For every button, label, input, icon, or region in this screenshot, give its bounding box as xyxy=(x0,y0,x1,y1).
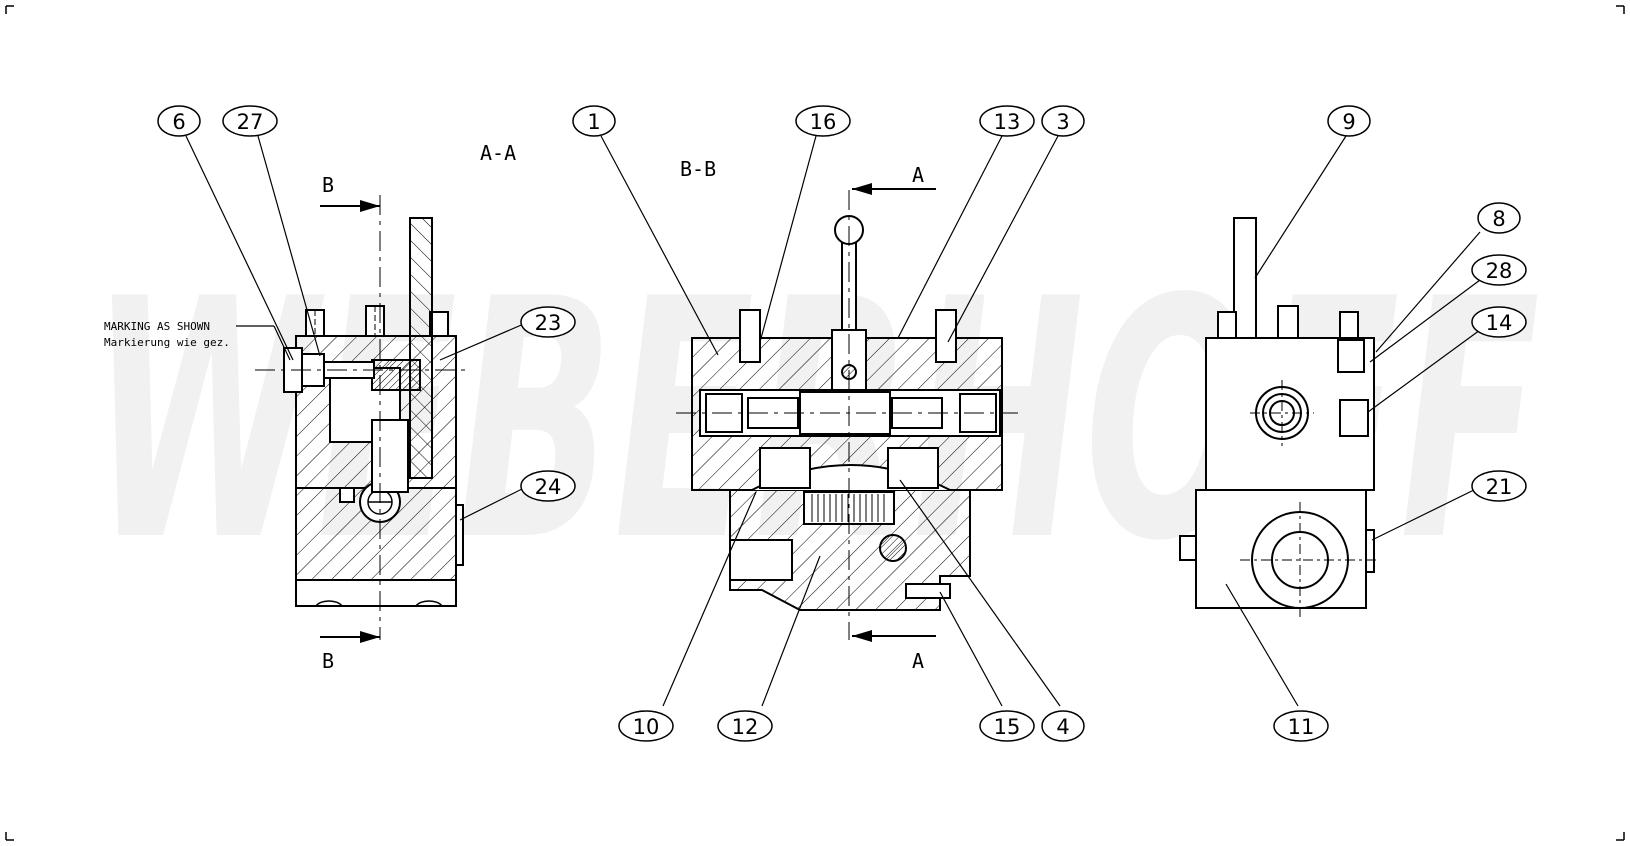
balloon-23: 23 xyxy=(520,306,576,338)
balloon-9: 9 xyxy=(1327,105,1371,137)
section-marker-b-top: B xyxy=(322,173,334,197)
balloon-14: 14 xyxy=(1471,306,1527,338)
balloon-11: 11 xyxy=(1273,710,1329,742)
balloon-3: 3 xyxy=(1041,105,1085,137)
svg-text:13: 13 xyxy=(994,110,1021,134)
balloon-27: 27 xyxy=(222,105,278,137)
section-marker-a-top: A xyxy=(912,163,924,187)
svg-text:6: 6 xyxy=(172,110,185,134)
view-label-bb: B-B xyxy=(680,157,716,181)
marking-note-line2: Markierung wie gez. xyxy=(104,336,230,349)
balloon-16: 16 xyxy=(795,105,851,137)
balloon-4: 4 xyxy=(1041,710,1085,742)
svg-text:4: 4 xyxy=(1056,715,1069,739)
balloon-12: 12 xyxy=(717,710,773,742)
view-side-external xyxy=(1179,217,1380,618)
balloon-15: 15 xyxy=(979,710,1035,742)
svg-text:27: 27 xyxy=(237,110,264,134)
svg-text:28: 28 xyxy=(1486,259,1513,283)
svg-text:24: 24 xyxy=(535,475,562,499)
svg-text:23: 23 xyxy=(535,311,562,335)
svg-text:1: 1 xyxy=(587,110,600,134)
svg-text:21: 21 xyxy=(1486,475,1513,499)
svg-text:3: 3 xyxy=(1056,110,1069,134)
balloon-13: 13 xyxy=(979,105,1035,137)
view-label-aa: A-A xyxy=(480,141,516,165)
svg-text:14: 14 xyxy=(1486,311,1513,335)
svg-text:10: 10 xyxy=(633,715,660,739)
svg-text:15: 15 xyxy=(994,715,1021,739)
svg-text:11: 11 xyxy=(1288,715,1315,739)
balloon-6: 6 xyxy=(157,105,201,137)
marking-note-line1: MARKING AS SHOWN xyxy=(104,320,210,333)
svg-text:12: 12 xyxy=(732,715,759,739)
balloon-28: 28 xyxy=(1471,254,1527,286)
balloon-8: 8 xyxy=(1477,202,1521,234)
leader-lines xyxy=(185,135,1481,707)
balloon-1: 1 xyxy=(572,105,616,137)
svg-text:16: 16 xyxy=(810,110,837,134)
section-marker-b-bottom: B xyxy=(322,649,334,673)
balloon-10: 10 xyxy=(618,710,674,742)
balloon-24: 24 xyxy=(520,470,576,502)
view-section-bb xyxy=(676,183,1018,642)
view-section-aa xyxy=(236,195,470,643)
section-marker-a-bottom: A xyxy=(912,649,924,673)
svg-text:8: 8 xyxy=(1492,207,1505,231)
svg-text:9: 9 xyxy=(1342,110,1355,134)
balloon-21: 21 xyxy=(1471,470,1527,502)
sheet-corner-marks xyxy=(5,5,1625,841)
